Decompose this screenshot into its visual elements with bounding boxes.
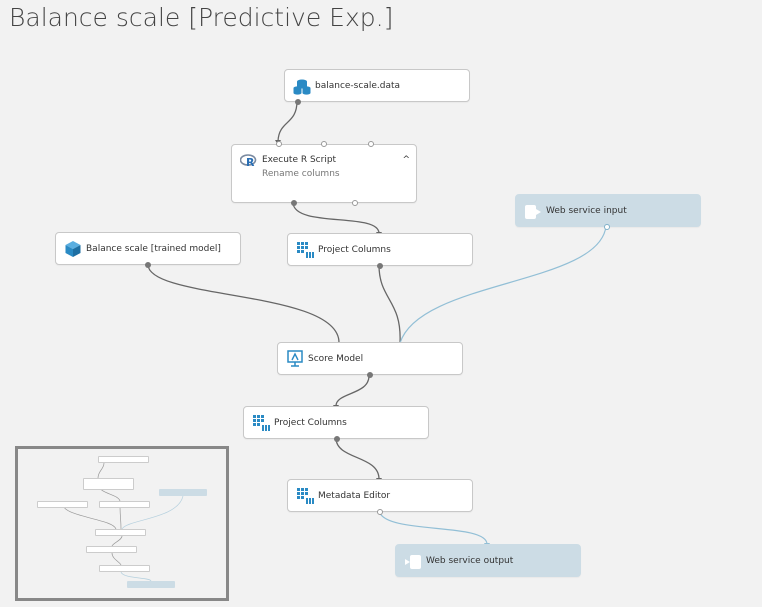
module-comment: Rename columns [262,169,340,179]
web-service-output-icon [405,555,421,569]
minimap-node [95,529,146,536]
edge-execute-r-to-project-columns-1 [292,202,380,234]
module-label: Execute R Script [262,155,337,165]
module-label: Score Model [308,354,364,364]
edge-project-columns-2-to-metadata-editor [335,437,380,480]
module-project-columns-2[interactable]: Project Columns [243,406,429,442]
module-metadata-editor[interactable]: Metadata Editor [287,479,473,515]
r-icon: R [240,154,257,169]
module-label: Web service output [426,556,514,566]
module-score-model[interactable]: Score Model [277,342,463,378]
module-label: Web service input [546,206,627,216]
output-port[interactable] [352,200,358,206]
minimap[interactable] [15,446,229,601]
input-port[interactable] [368,141,374,147]
output-port[interactable] [604,224,610,230]
minimap-node [99,565,150,572]
edge-trained-model-to-score-model [147,264,340,344]
minimap-node [83,478,134,490]
module-execute-r-script[interactable]: R Execute R Script Rename columns ^ [231,141,417,206]
experiment-title: Balance scale [Predictive Exp.] [9,3,394,32]
module-label: Metadata Editor [318,491,391,501]
module-label: Project Columns [318,245,391,255]
module-label: Project Columns [274,418,347,428]
minimap-node [127,581,175,588]
collapse-icon[interactable]: ^ [402,155,410,165]
output-port[interactable] [295,99,301,105]
edge-score-model-to-project-columns-2 [335,374,370,407]
svg-text:R: R [246,156,255,169]
output-port[interactable] [145,262,151,268]
dataset-icon [293,79,311,95]
output-port[interactable] [291,200,297,206]
project-columns-icon [297,242,314,258]
web-service-input-icon [525,205,541,219]
minimap-node [98,456,149,463]
module-web-service-input[interactable]: Web service input [515,194,701,230]
output-port[interactable] [334,436,340,442]
module-project-columns-1[interactable]: Project Columns [287,233,473,269]
module-label: Balance scale [trained model] [86,244,221,254]
project-columns-icon [253,415,270,431]
module-web-service-output[interactable]: Web service output [395,544,581,577]
minimap-edges [62,462,184,582]
metadata-editor-icon [297,488,314,504]
minimap-node [37,501,88,508]
minimap-node [159,489,207,496]
edge-dataset-to-execute-r [277,100,298,142]
score-model-icon [287,350,303,367]
trained-model-icon [65,241,81,257]
output-port[interactable] [377,263,383,269]
output-port[interactable] [367,372,373,378]
input-port[interactable] [276,141,282,147]
module-label: balance-scale.data [315,81,401,91]
edge-metadata-editor-to-web-service-output [378,510,488,545]
edge-web-service-input-to-score-model [399,225,607,344]
minimap-node [99,501,150,508]
module-trained-model[interactable]: Balance scale [trained model] [55,232,241,268]
minimap-node [86,546,137,553]
output-port[interactable] [377,509,383,515]
edge-project-columns-1-to-score-model [378,264,401,344]
input-port[interactable] [321,141,327,147]
module-dataset[interactable]: balance-scale.data [284,69,470,105]
